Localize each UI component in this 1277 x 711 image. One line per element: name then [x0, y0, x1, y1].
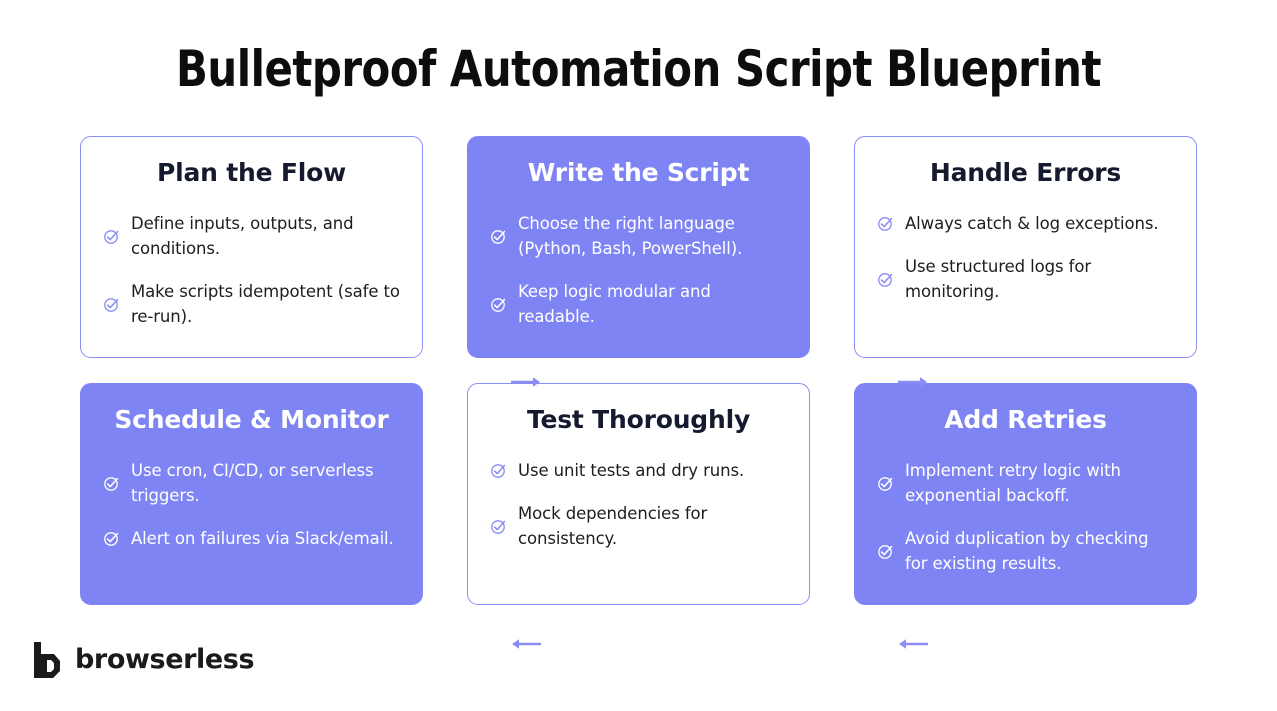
card-add-retries[interactable]: Add Retries Implement retry logic with e…	[854, 383, 1197, 605]
card-title: Add Retries	[944, 405, 1107, 434]
list-item-text: Choose the right language (Python, Bash,…	[518, 214, 743, 258]
card-title: Test Thoroughly	[526, 405, 751, 434]
list-item: Use cron, CI/CD, or serverless triggers.	[103, 458, 400, 508]
card-title: Write the Script	[527, 158, 750, 187]
list-item: Always catch & log exceptions.	[877, 211, 1174, 236]
bullet-list: Use cron, CI/CD, or serverless triggers.…	[103, 458, 400, 551]
list-item-text: Make scripts idempotent (safe to re-run)…	[131, 282, 400, 326]
list-item: Avoid duplication by checking for existi…	[877, 526, 1174, 576]
list-item: Alert on failures via Slack/email.	[103, 526, 400, 551]
check-circle-icon	[490, 462, 507, 479]
card-grid: Plan the Flow Define inputs, outputs, an…	[80, 136, 1198, 649]
list-item: Keep logic modular and readable.	[490, 279, 787, 329]
card-schedule-and-monitor[interactable]: Schedule & Monitor Use cron, CI/CD, or s…	[80, 383, 423, 605]
check-circle-icon	[877, 475, 894, 492]
check-circle-icon	[103, 228, 120, 245]
arrow-right-icon	[898, 376, 928, 388]
card-title: Handle Errors	[929, 158, 1122, 187]
card-title: Schedule & Monitor	[114, 405, 389, 434]
arrow-left-icon	[511, 638, 541, 650]
bullet-list: Define inputs, outputs, and conditions. …	[103, 211, 400, 329]
list-item: Choose the right language (Python, Bash,…	[490, 211, 787, 261]
check-circle-icon	[103, 475, 120, 492]
list-item-text: Use cron, CI/CD, or serverless triggers.	[131, 461, 374, 505]
list-item: Use unit tests and dry runs.	[490, 458, 787, 483]
check-circle-icon	[103, 296, 120, 313]
bullet-list: Always catch & log exceptions. Use struc…	[877, 211, 1174, 304]
list-item: Mock dependencies for consistency.	[490, 501, 787, 551]
check-circle-icon	[877, 543, 894, 560]
list-item-text: Use structured logs for monitoring.	[905, 257, 1092, 301]
list-item: Use structured logs for monitoring.	[877, 254, 1174, 304]
card-title: Plan the Flow	[157, 158, 346, 187]
check-circle-icon	[490, 296, 507, 313]
card-write-the-script[interactable]: Write the Script Choose the right langua…	[467, 136, 810, 358]
check-circle-icon	[490, 228, 507, 245]
check-circle-icon	[103, 530, 120, 547]
arrow-right-icon	[511, 376, 541, 388]
list-item: Make scripts idempotent (safe to re-run)…	[103, 279, 400, 329]
list-item-text: Alert on failures via Slack/email.	[131, 529, 394, 548]
list-item-text: Keep logic modular and readable.	[518, 282, 711, 326]
card-test-thoroughly[interactable]: Test Thoroughly Use unit tests and dry r…	[467, 383, 810, 605]
list-item-text: Define inputs, outputs, and conditions.	[131, 214, 354, 258]
check-circle-icon	[877, 271, 894, 288]
list-item-text: Always catch & log exceptions.	[905, 214, 1159, 233]
browserless-b-mark-icon	[32, 640, 62, 680]
browserless-logo[interactable]: browserless	[32, 640, 255, 680]
check-circle-icon	[877, 215, 894, 232]
list-item-text: Mock dependencies for consistency.	[518, 504, 708, 548]
bullet-list: Choose the right language (Python, Bash,…	[490, 211, 787, 329]
page-title: Bulletproof Automation Script Blueprint	[175, 40, 1102, 98]
list-item-text: Avoid duplication by checking for existi…	[905, 529, 1149, 573]
check-circle-icon	[490, 518, 507, 535]
list-item-text: Implement retry logic with exponential b…	[905, 461, 1121, 505]
card-handle-errors[interactable]: Handle Errors Always catch & log excepti…	[854, 136, 1197, 358]
list-item-text: Use unit tests and dry runs.	[518, 461, 745, 480]
bullet-list: Use unit tests and dry runs. Mock depend…	[490, 458, 787, 551]
arrow-left-icon	[898, 638, 928, 650]
list-item: Implement retry logic with exponential b…	[877, 458, 1174, 508]
card-plan-the-flow[interactable]: Plan the Flow Define inputs, outputs, an…	[80, 136, 423, 358]
list-item: Define inputs, outputs, and conditions.	[103, 211, 400, 261]
brand-wordmark: browserless	[75, 644, 255, 675]
bullet-list: Implement retry logic with exponential b…	[877, 458, 1174, 576]
